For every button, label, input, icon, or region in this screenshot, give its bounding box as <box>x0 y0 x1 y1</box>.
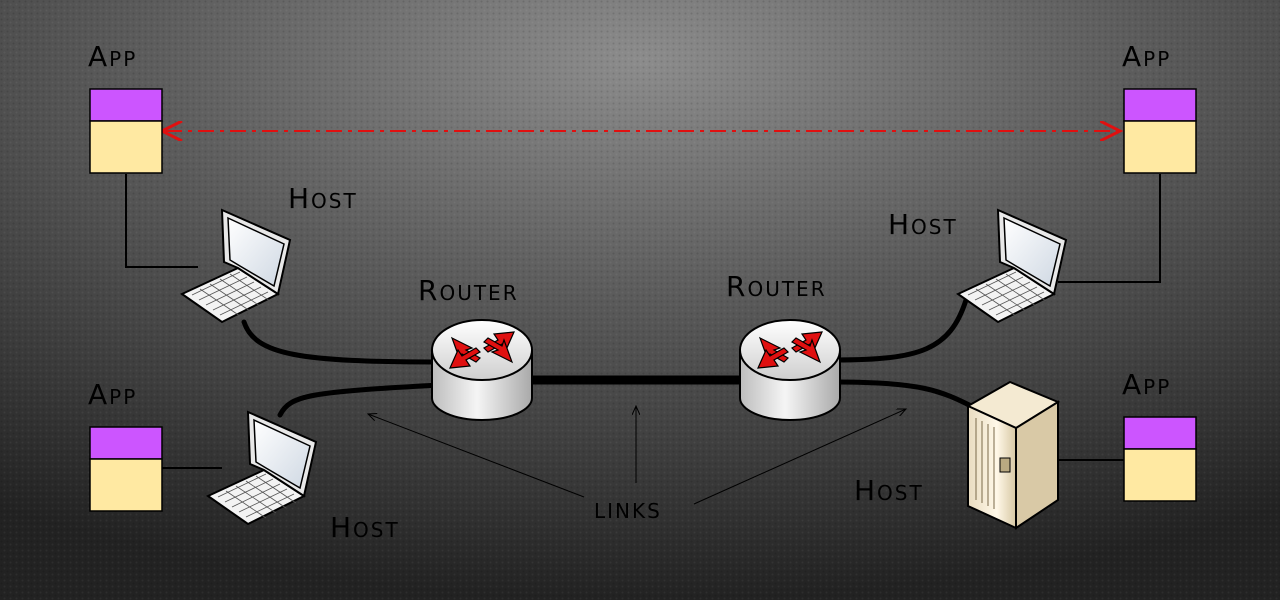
link-router-right-to-server <box>832 379 978 411</box>
app-host-connectors <box>125 174 1161 469</box>
app-stack-bottom-left <box>89 426 163 512</box>
label-router-left: Router <box>418 274 519 307</box>
label-app-top-left: App <box>88 40 137 73</box>
links-annotation-arrows <box>368 406 906 505</box>
label-host-bottom-right: Host <box>854 474 924 507</box>
label-host-top-right: Host <box>888 208 958 241</box>
label-app-top-right: App <box>1122 40 1171 73</box>
app-stack-top-left <box>89 88 163 174</box>
label-host-top-left: Host <box>288 182 358 215</box>
link-host-tl-to-router-left <box>241 319 443 365</box>
app-stack-top-right <box>1123 88 1197 174</box>
label-app-bottom-left: App <box>88 378 137 411</box>
link-router-right-to-host-tr <box>832 297 969 363</box>
label-router-right: Router <box>726 270 827 303</box>
app-stack-bottom-right <box>1123 416 1197 502</box>
server-icon <box>965 380 1061 530</box>
label-app-bottom-right: App <box>1122 368 1171 401</box>
label-host-bottom-left: Host <box>330 511 400 544</box>
label-links: links <box>594 492 662 525</box>
link-host-bl-to-router-left <box>277 382 443 418</box>
router-icon-right <box>739 319 841 421</box>
physical-links <box>241 297 978 418</box>
router-icon-left <box>431 319 533 421</box>
